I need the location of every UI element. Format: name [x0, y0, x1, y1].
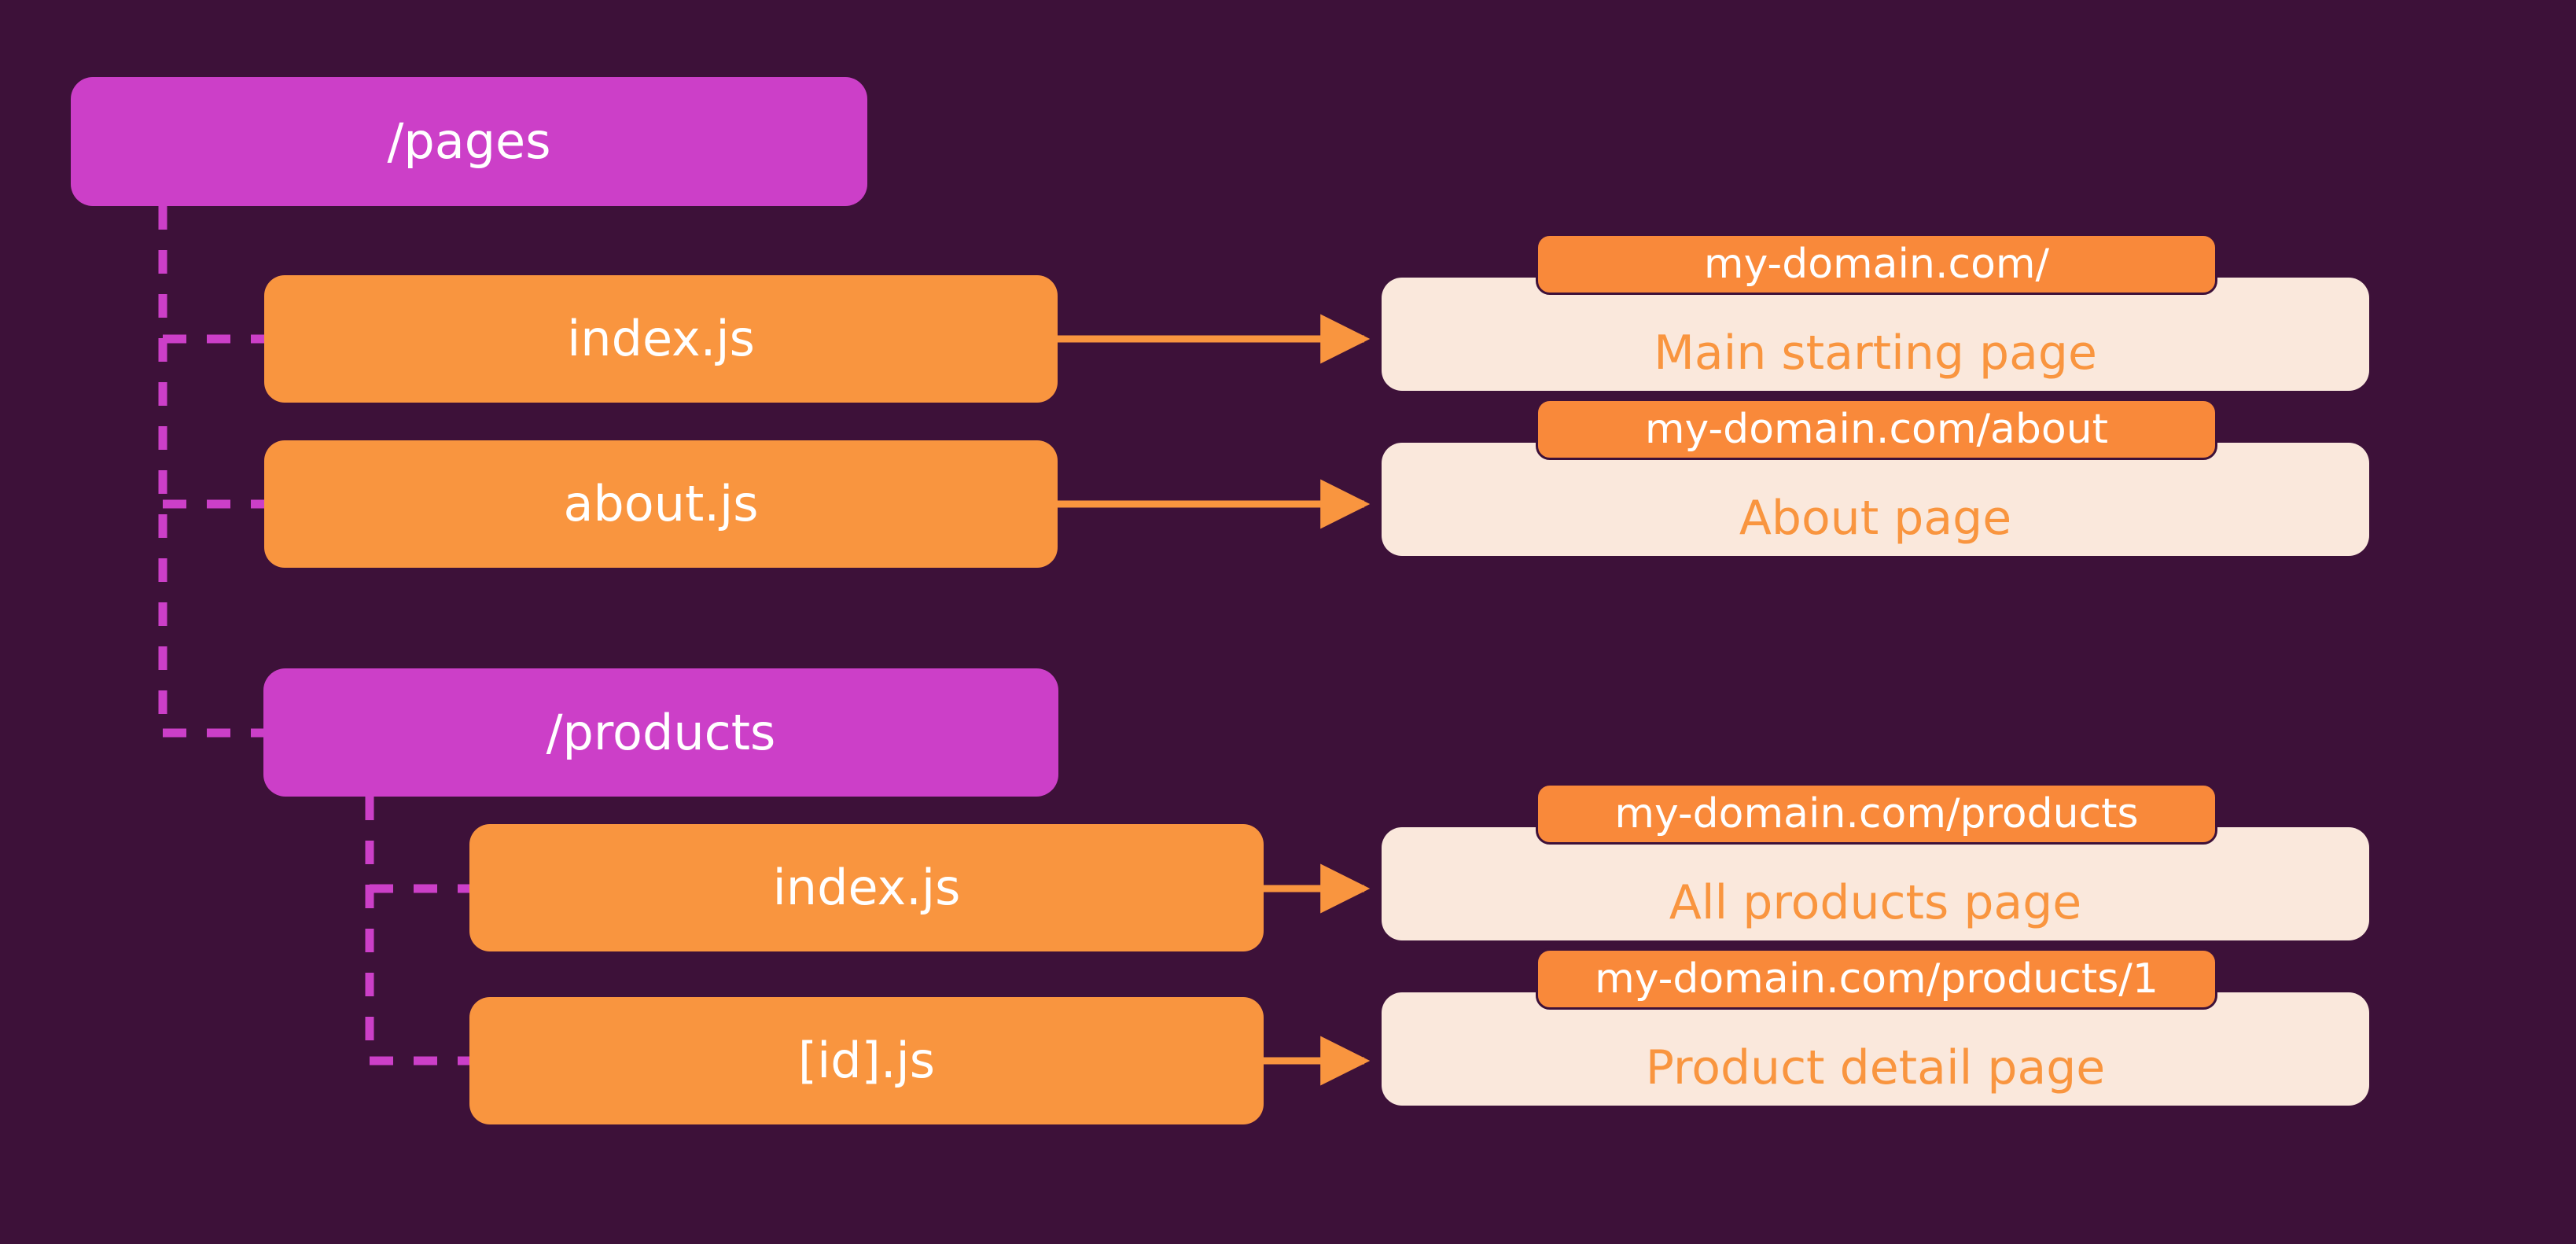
- file-label-products-index: index.js: [772, 859, 961, 916]
- url-pill-home[interactable]: my-domain.com/: [1536, 234, 2217, 295]
- url-pill-about[interactable]: my-domain.com/about: [1536, 399, 2217, 460]
- file-label-pages-index: index.js: [567, 310, 755, 367]
- file-node-products-index[interactable]: index.js: [469, 824, 1264, 951]
- result-card-home: Main starting page: [1382, 278, 2369, 391]
- result-card-product-detail: Product detail page: [1382, 992, 2369, 1106]
- url-pill-products-list[interactable]: my-domain.com/products: [1536, 783, 2217, 845]
- result-description-about: About page: [1739, 491, 2012, 546]
- folder-node-pages[interactable]: /pages: [71, 77, 867, 206]
- url-pill-product-detail[interactable]: my-domain.com/products/1: [1536, 948, 2217, 1010]
- url-text-products-list: my-domain.com/products: [1614, 790, 2139, 837]
- file-label-pages-about: about.js: [563, 475, 759, 532]
- result-description-products-list: All products page: [1669, 875, 2082, 930]
- file-node-pages-index[interactable]: index.js: [264, 275, 1058, 403]
- file-label-products-id: [id].js: [797, 1032, 936, 1089]
- result-description-home: Main starting page: [1654, 326, 2097, 381]
- result-description-product-detail: Product detail page: [1645, 1040, 2106, 1095]
- file-node-products-id[interactable]: [id].js: [469, 997, 1264, 1124]
- result-card-products-list: All products page: [1382, 827, 2369, 940]
- url-text-about: my-domain.com/about: [1644, 406, 2109, 453]
- url-text-home: my-domain.com/: [1703, 241, 2050, 288]
- url-text-product-detail: my-domain.com/products/1: [1595, 955, 2158, 1003]
- folder-label-products: /products: [546, 703, 776, 761]
- folder-node-products[interactable]: /products: [263, 668, 1058, 797]
- folder-label-pages: /pages: [387, 112, 551, 170]
- result-card-about: About page: [1382, 443, 2369, 556]
- file-node-pages-about[interactable]: about.js: [264, 440, 1058, 568]
